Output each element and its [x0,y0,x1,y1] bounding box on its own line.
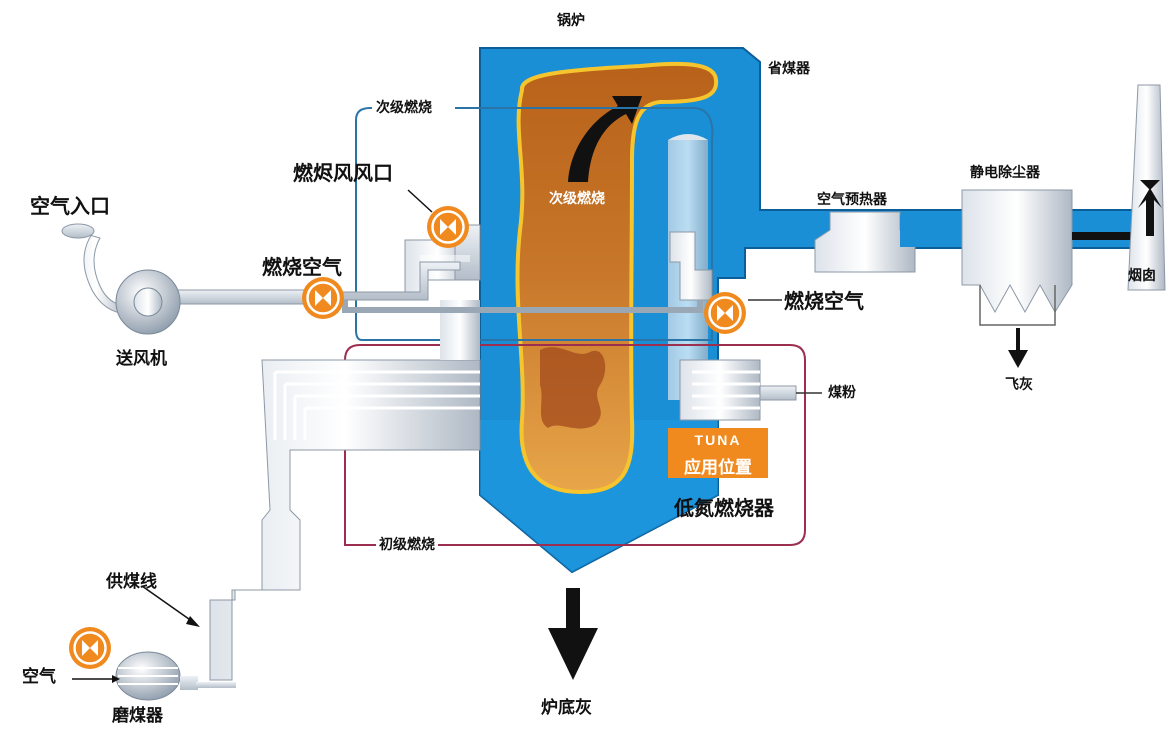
air-label: 空气 [22,667,56,687]
combustion-air-right-label: 燃烧空气 [784,289,864,313]
boiler-label: 锅炉 [557,13,585,29]
burnout-air-port-label: 燃烬风风口 [293,161,393,185]
bowtie-valve-icon [302,277,344,319]
air-inlet-label: 空气入口 [30,194,110,218]
tuna-application-badge: TUNA 应用位置 [668,428,768,478]
fan-label: 送风机 [116,349,167,369]
coal-feed-line-label: 供煤线 [106,572,157,592]
tuna-badge-text: 应用位置 [684,458,752,477]
bottom-ash-arrow [548,588,598,680]
bottom-ash-label: 炉底灰 [541,698,592,718]
air-preheater-label: 空气预热器 [817,192,887,208]
swirl-arrow [568,96,642,182]
secondary-air-loop [355,107,714,341]
bowtie-valve-icon [427,206,469,248]
economizer-label: 省煤器 [768,61,810,77]
bowtie-valve-icon [69,627,111,669]
esp-unit [961,189,1073,314]
chimney [1127,84,1166,291]
fly-ash-arrow [1008,350,1028,368]
combustion-air-left-label: 燃烧空气 [262,255,342,279]
tuna-brand: TUNA [694,432,742,448]
bowtie-valve-icon [704,292,746,334]
mill-label: 磨煤器 [112,706,163,726]
primary-combustion-label: 初级燃烧 [376,538,438,552]
coal-powder-label: 煤粉 [828,385,856,401]
low-nox-burner-label: 低氮燃烧器 [674,496,774,520]
esp-label: 静电除尘器 [970,165,1040,181]
fly-ash-label: 飞灰 [1005,377,1033,393]
chimney-label: 烟囱 [1128,268,1156,284]
secondary-combustion-label: 次级燃烧 [373,101,435,115]
secondary-combustion-inner-label: 次级燃烧 [549,191,605,207]
primary-air-loop [344,344,806,546]
